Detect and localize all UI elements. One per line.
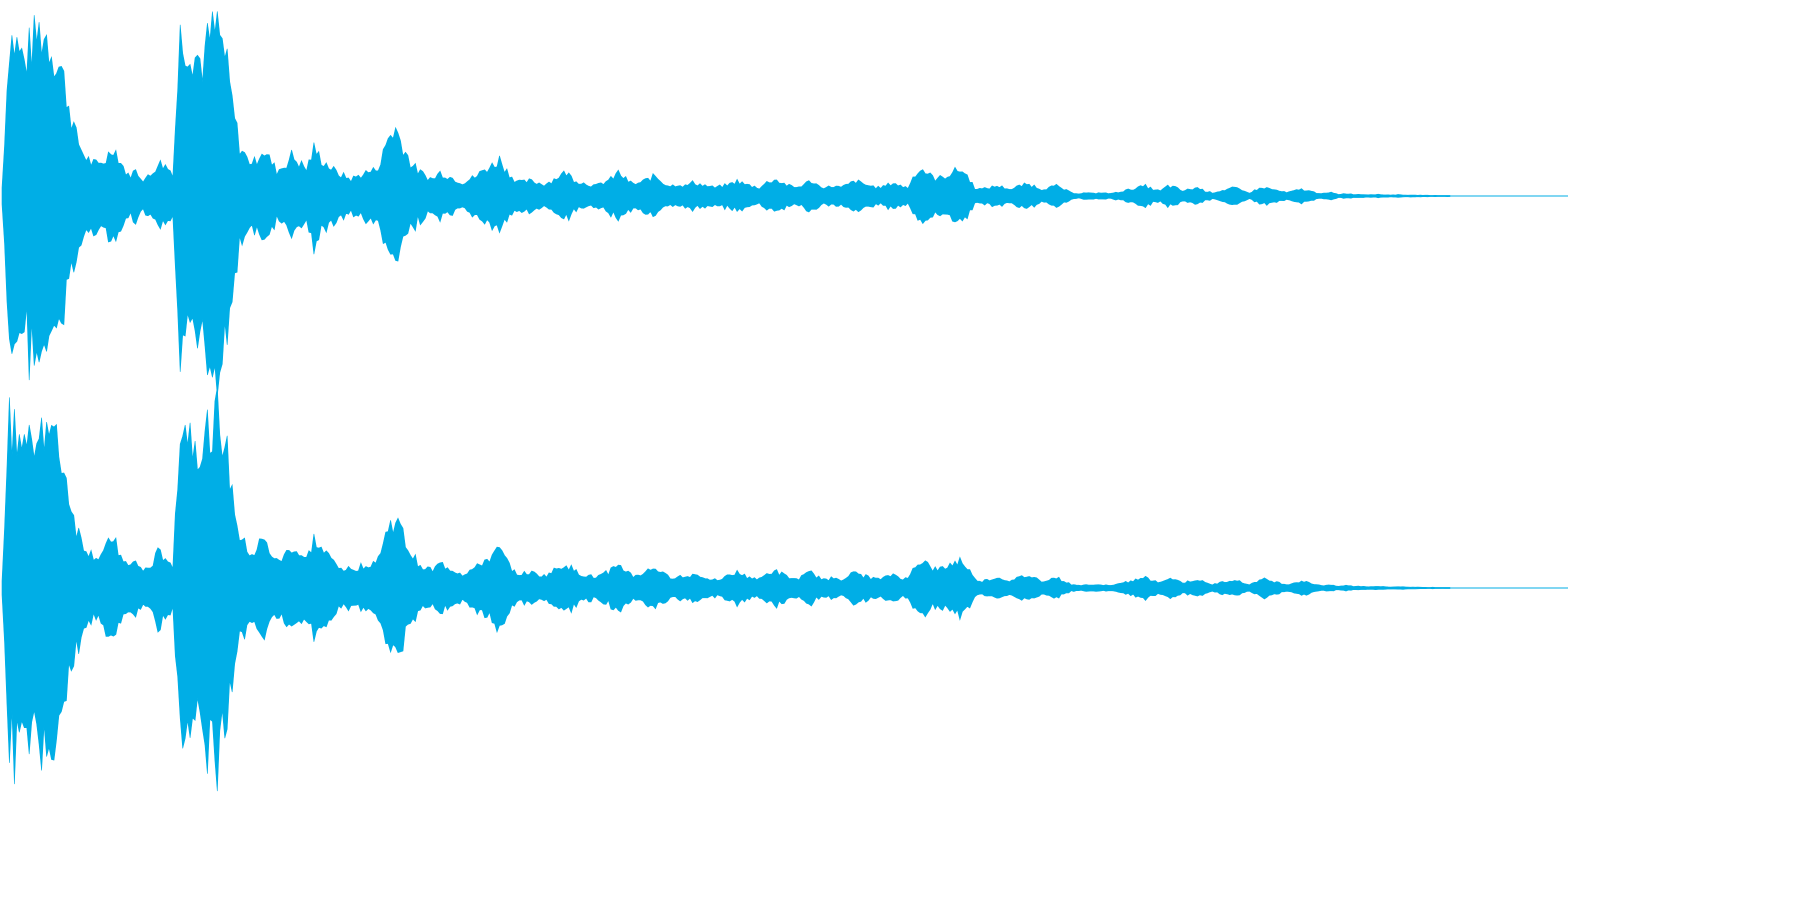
channel-right: [1, 387, 1568, 792]
waveform-shape-right: [1, 387, 1451, 792]
waveform-shape-left: [1, 11, 1451, 396]
channel-left: [1, 11, 1568, 396]
